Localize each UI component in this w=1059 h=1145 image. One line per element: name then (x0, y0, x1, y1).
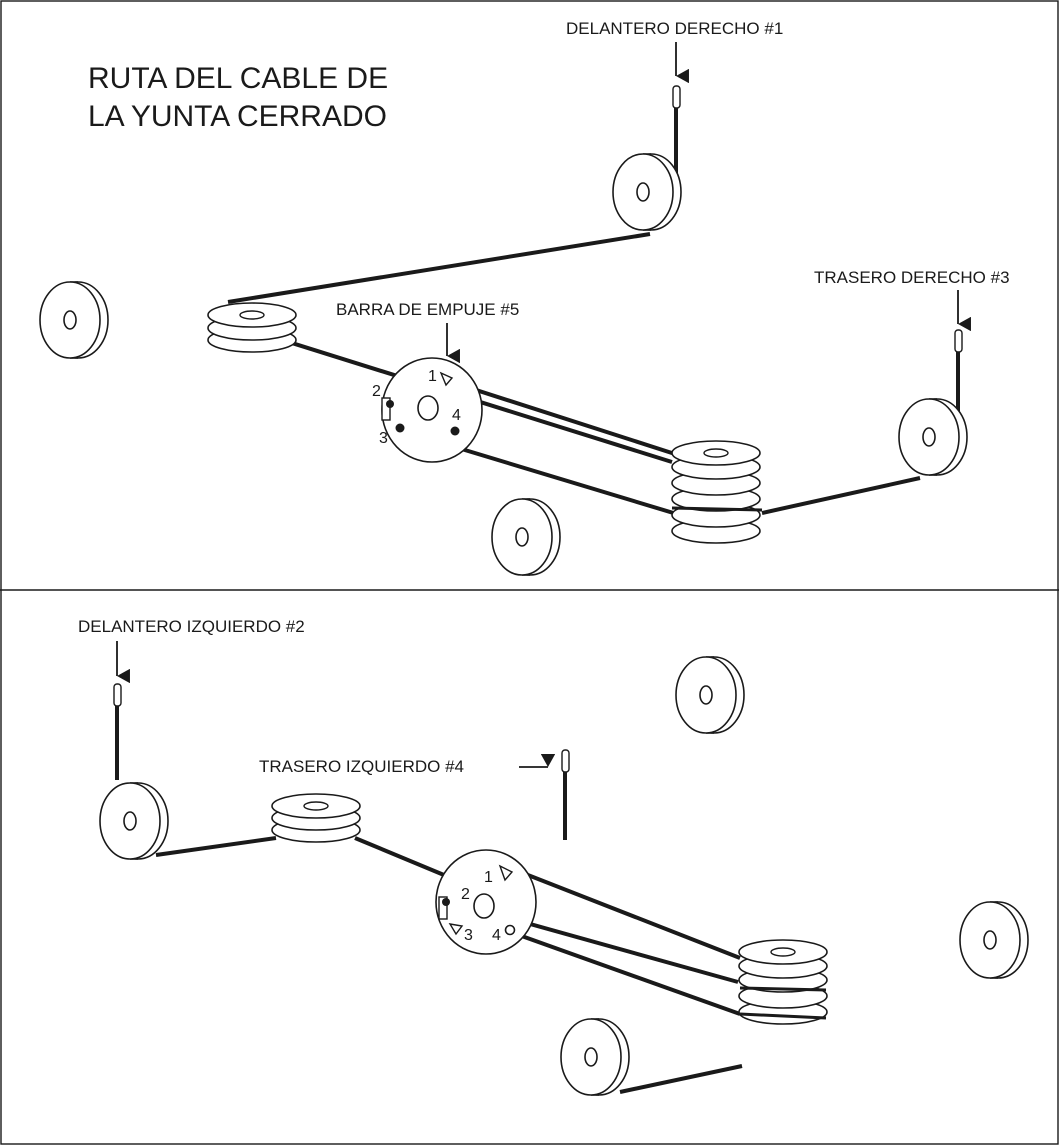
diagram-title-line1: RUTA DEL CABLE DE (88, 62, 388, 95)
pulley-rear-right (898, 398, 968, 476)
stacked-pulley-bottom-right (738, 939, 828, 1025)
stacked-pulley-bottom-left (271, 793, 361, 843)
cable-end-rear-right (954, 329, 963, 353)
pulley-left-idle (39, 281, 109, 359)
pulley-top-idle (675, 656, 745, 734)
pulley-rear-left (560, 1018, 630, 1096)
push-bar-hub-bottom: 1 2 3 4 (435, 849, 537, 955)
top-cables (211, 92, 960, 517)
cable-end-front-right (672, 85, 681, 109)
hub-number-2: 2 (372, 383, 381, 400)
hub-number-1-bottom: 1 (484, 869, 493, 886)
hub-number-2-bottom: 2 (461, 886, 470, 903)
pulley-bottom-idle (491, 498, 561, 576)
top-panel: RUTA DEL CABLE DE LA YUNTA CERRADO DELAN… (39, 19, 1010, 576)
cable-end-rear-left (561, 749, 570, 773)
push-bar-hub: 1 2 3 4 (372, 357, 483, 463)
pulley-right-idle (959, 901, 1029, 979)
label-push-bar: BARRA DE EMPUJE #5 (336, 300, 519, 319)
label-front-right: DELANTERO DERECHO #1 (566, 19, 783, 38)
stacked-pulley-right (671, 440, 763, 544)
label-front-left: DELANTERO IZQUIERDO #2 (78, 617, 305, 636)
pulley-front-left (99, 782, 169, 860)
hub-number-1: 1 (428, 368, 437, 385)
pulley-front-right (612, 153, 682, 231)
bottom-panel: DELANTERO IZQUIERDO #2 TRASERO IZQUIERDO… (78, 617, 1029, 1096)
bottom-cables (115, 690, 743, 1094)
hub-number-3: 3 (379, 430, 388, 447)
cable-end-front-left (113, 683, 122, 707)
hub-number-3-bottom: 3 (464, 927, 473, 944)
stacked-pulley-left (207, 302, 297, 353)
hub-number-4: 4 (452, 407, 461, 424)
diagram-title-line2: LA YUNTA CERRADO (88, 100, 387, 133)
hub-number-4-bottom: 4 (492, 927, 501, 944)
label-rear-right: TRASERO DERECHO #3 (814, 268, 1010, 287)
label-rear-left: TRASERO IZQUIERDO #4 (259, 757, 464, 776)
